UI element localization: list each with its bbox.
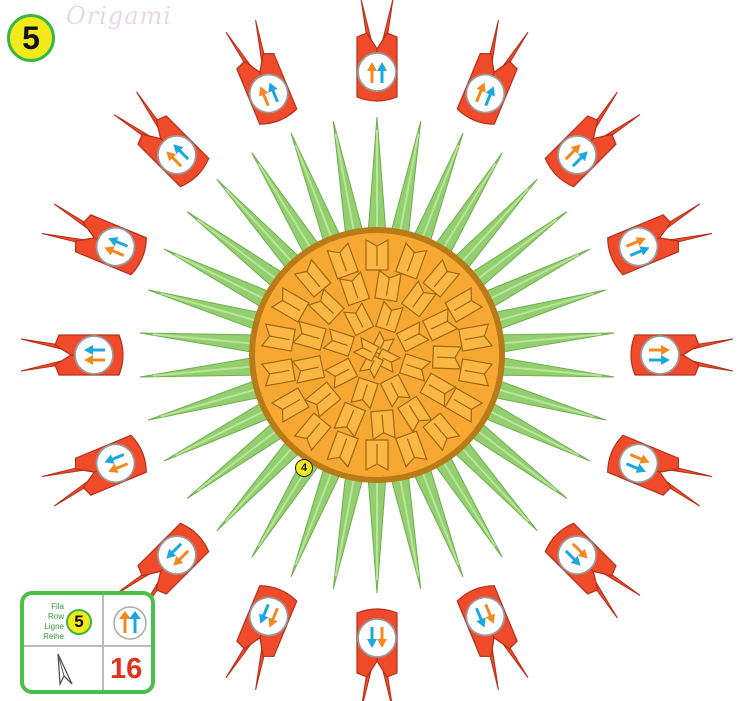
- triangle-piece-icon: [54, 650, 78, 688]
- red-piece: [40, 200, 150, 276]
- legend-word-reihe: Reihe: [28, 632, 64, 642]
- red-piece: [357, 0, 397, 101]
- row-legend: Fila Row Ligne Reihe 5 16: [20, 591, 155, 694]
- red-piece: [357, 609, 397, 701]
- red-piece: [222, 18, 298, 128]
- red-piece: [604, 200, 714, 276]
- legend-divider-horizontal: [24, 645, 151, 647]
- red-piece: [111, 89, 211, 189]
- brand-watermark: Origami: [66, 2, 172, 30]
- red-piece: [604, 434, 714, 510]
- legend-word-fila: Fila: [28, 602, 64, 612]
- red-piece: [456, 18, 532, 128]
- legend-row-badge: 5: [66, 609, 92, 635]
- previous-row-badge: 4: [295, 459, 313, 477]
- double-up-arrow-icon: [112, 605, 148, 641]
- red-piece: [542, 89, 642, 189]
- red-piece: [456, 582, 532, 692]
- legend-word-ligne: Ligne: [28, 622, 64, 632]
- legend-piece-count: 16: [110, 653, 142, 686]
- red-piece: [631, 335, 733, 375]
- legend-row-words: Fila Row Ligne Reihe: [28, 602, 64, 642]
- red-piece: [222, 582, 298, 692]
- red-piece: [21, 335, 123, 375]
- step-number-badge: 5: [7, 14, 55, 62]
- orange-flower-center: [249, 227, 505, 483]
- red-piece: [542, 520, 642, 620]
- red-piece: [40, 434, 150, 510]
- legend-divider-vertical: [102, 595, 104, 690]
- legend-word-row: Row: [28, 612, 64, 622]
